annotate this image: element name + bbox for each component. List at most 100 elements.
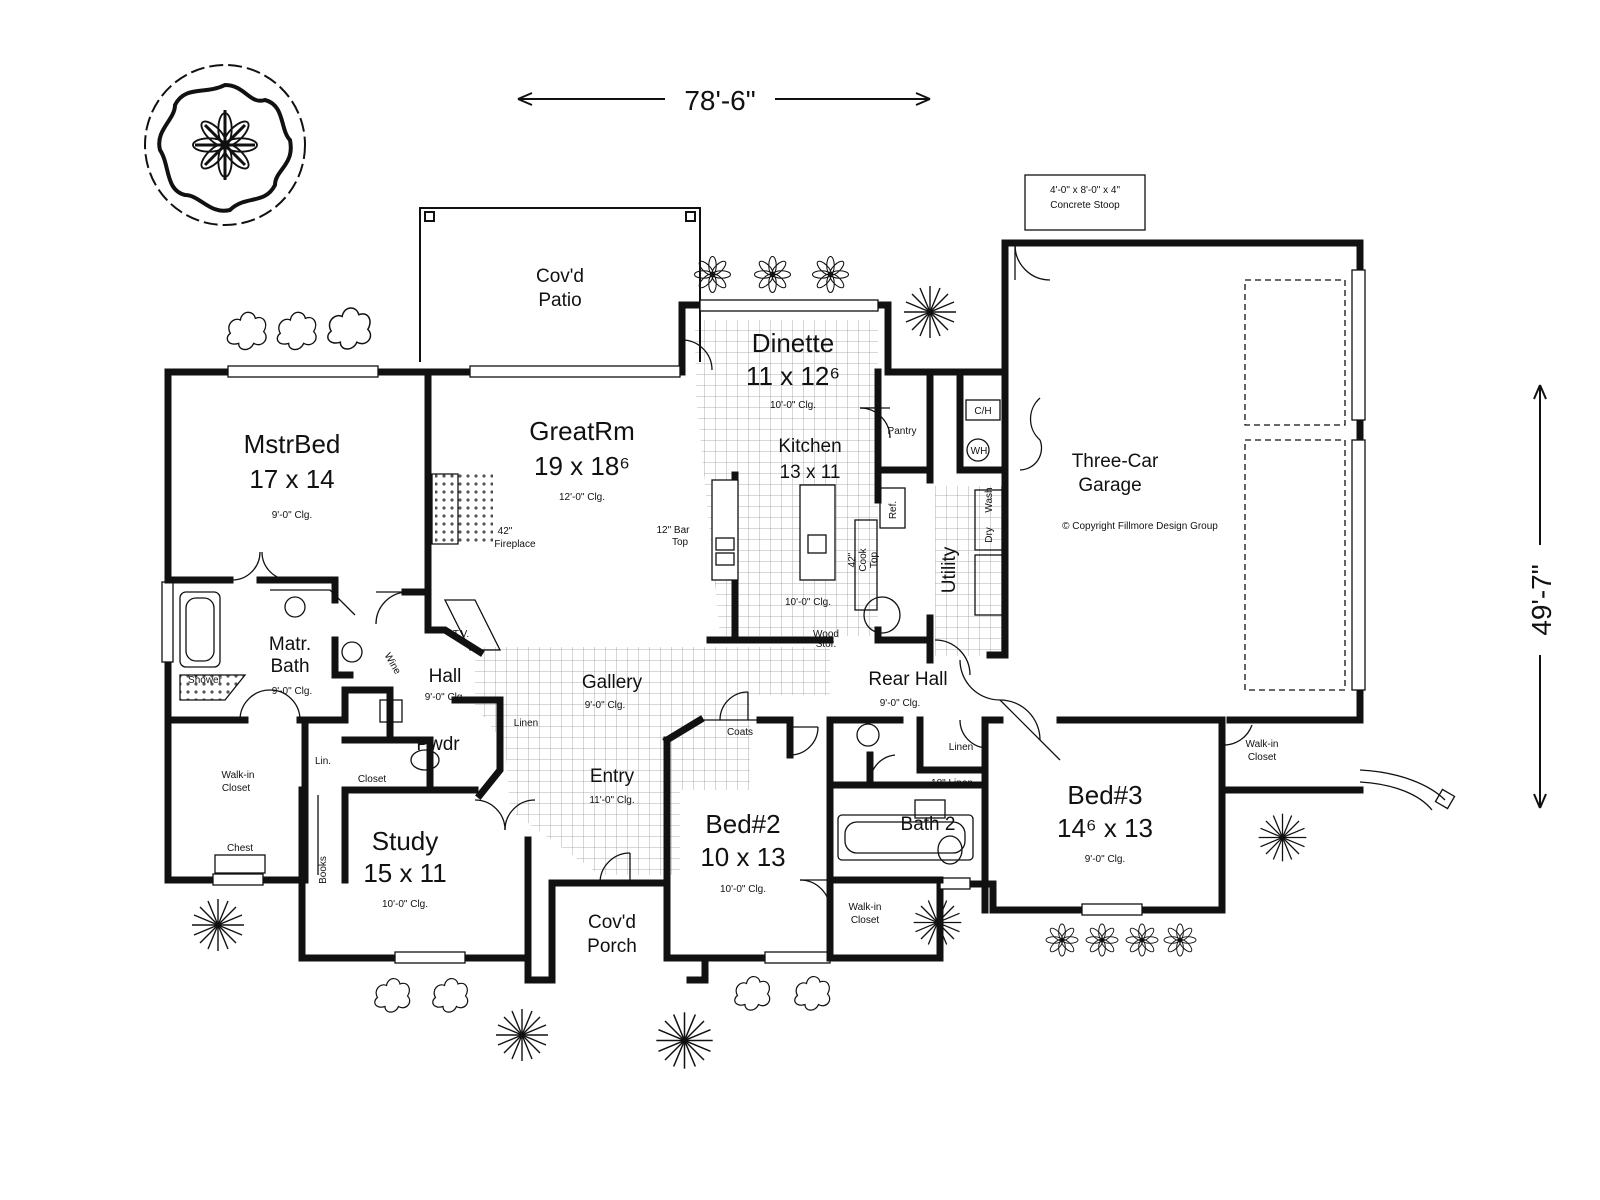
- entry-name: Entry: [590, 766, 635, 787]
- greatrm-name: GreatRm: [529, 416, 634, 446]
- covered-patio: [419, 207, 701, 362]
- flower-icon: [1125, 923, 1159, 957]
- gallery-name: Gallery: [582, 672, 643, 693]
- study-ceiling: 10'-0" Clg.: [382, 899, 428, 910]
- washer-label: Wash: [984, 487, 995, 512]
- bed2-size: 10 x 13: [700, 842, 785, 872]
- garage-line1: Three-Car: [1072, 451, 1159, 472]
- stoop-line1: 4'-0" x 8'-0" x 4": [1050, 185, 1120, 196]
- flower-icon: [1045, 923, 1079, 957]
- landscaping: [144, 64, 1307, 1070]
- mstrbath-ceiling: 9'-0" Clg.: [272, 686, 312, 697]
- bath2-name: Bath 2: [901, 814, 956, 835]
- room-bath2: Bath 2: [901, 814, 956, 835]
- room-mstrbed: MstrBed 17 x 14 9'-0" Clg.: [244, 429, 341, 521]
- room-mstrbath: Matr. Bath 9'-0" Clg.: [269, 634, 312, 697]
- wood-stor-label-2: Stor.: [816, 639, 837, 650]
- tree-icon: [144, 64, 306, 226]
- coats-label: Coats: [727, 727, 753, 738]
- room-entry: Entry 11'-0" Clg.: [589, 766, 634, 806]
- cooktop-label-3: Top: [869, 552, 880, 569]
- shrub-icon: [276, 311, 317, 351]
- spike-plant-icon: [1258, 813, 1307, 862]
- shrub-icon: [226, 311, 267, 351]
- wic-bed3-label-1: Walk-in: [1246, 739, 1279, 750]
- flower-icon: [1163, 923, 1197, 957]
- wic-bed3-label-2: Closet: [1248, 752, 1277, 763]
- books-label: Books: [318, 856, 329, 884]
- mstrbed-ceiling: 9'-0" Clg.: [272, 510, 312, 521]
- tiled-floors: [435, 320, 1005, 875]
- pantry-label: Pantry: [888, 426, 917, 437]
- room-porch: Cov'd Porch: [587, 912, 637, 957]
- porch-line2: Porch: [587, 936, 637, 957]
- ch-label: C/H: [974, 406, 991, 417]
- patio-line2: Patio: [538, 290, 581, 311]
- wine-label: Wine: [382, 651, 403, 677]
- dinette-name: Dinette: [752, 328, 834, 358]
- tv-label: T.V.: [453, 629, 469, 640]
- bartop-label-1: 12" Bar: [656, 525, 690, 536]
- room-pwdr: Pwdr: [416, 734, 460, 755]
- copyright-label: © Copyright Fillmore Design Group: [1062, 521, 1218, 532]
- kitchen-ceiling: 10'-0" Clg.: [785, 597, 831, 608]
- shrub-icon: [327, 307, 372, 350]
- shrub-icon: [432, 977, 469, 1013]
- dinette-size: 11 x 12⁶: [746, 361, 840, 391]
- wic-mstr-label-2: Closet: [222, 783, 251, 794]
- hall-ceiling: 9'-0" Clg.: [425, 692, 465, 703]
- hall-name: Hall: [429, 666, 462, 687]
- fireplace-label-1: 42": [498, 526, 513, 537]
- mstrbath-line1: Matr.: [269, 634, 311, 655]
- wic-bed2-label-1: Walk-in: [849, 902, 882, 913]
- mstrbath-line2: Bath: [270, 656, 309, 677]
- room-rearhall: Rear Hall 9'-0" Clg.: [868, 669, 947, 709]
- study-size: 15 x 11: [363, 858, 446, 888]
- flower-icon: [811, 255, 850, 294]
- depth-dimension: 49'-7": [1526, 384, 1557, 809]
- room-hall: Hall 9'-0" Clg.: [425, 666, 465, 703]
- interior-walls: [164, 368, 1226, 962]
- bed3-size: 14⁶ x 13: [1057, 813, 1153, 843]
- width-dimension: 78'-6": [517, 85, 931, 116]
- mstrbed-name: MstrBed: [244, 429, 341, 459]
- greatrm-ceiling: 12'-0" Clg.: [559, 492, 605, 503]
- porch-line1: Cov'd: [588, 912, 636, 933]
- room-kitchen: Kitchen 13 x 11 10'-0" Clg.: [778, 436, 841, 608]
- rearhall-ceiling: 9'-0" Clg.: [880, 698, 920, 709]
- greatrm-size: 19 x 18⁶: [534, 451, 630, 481]
- stoop-line2: Concrete Stoop: [1050, 200, 1120, 211]
- bed2-name: Bed#2: [705, 809, 780, 839]
- cooktop-label-1: 42": [847, 552, 858, 567]
- room-utility: Utility: [939, 546, 960, 593]
- room-bed2: Bed#2 10 x 13 10'-0" Clg.: [700, 809, 785, 895]
- room-dinette: Dinette 11 x 12⁶ 10'-0" Clg.: [746, 328, 840, 411]
- utility-name: Utility: [939, 546, 960, 593]
- room-garage: Three-Car Garage © Copyright Fillmore De…: [1062, 451, 1218, 532]
- fireplace-label-2: Fireplace: [494, 539, 536, 550]
- dryer-label: Dry: [984, 527, 995, 543]
- chest-label: Chest: [227, 843, 253, 854]
- width-label: 78'-6": [684, 85, 755, 116]
- dinette-ceiling: 10'-0" Clg.: [770, 400, 816, 411]
- shrub-icon: [374, 977, 411, 1013]
- entry-ceiling: 11'-0" Clg.: [589, 795, 634, 806]
- doors: [231, 244, 1253, 911]
- room-greatrm: GreatRm 19 x 18⁶ 12'-0" Clg.: [529, 416, 634, 503]
- room-gallery: Gallery 9'-0" Clg.: [582, 672, 643, 711]
- wic-bed2-label-2: Closet: [851, 915, 880, 926]
- spike-plant-icon: [655, 1011, 714, 1070]
- bed2-ceiling: 10'-0" Clg.: [720, 884, 766, 895]
- bartop-label-2: Top: [672, 537, 689, 548]
- shower-label: Shower: [188, 675, 223, 686]
- ref-label: Ref.: [888, 501, 899, 519]
- cooktop-label-2: Cook: [858, 547, 869, 571]
- depth-label: 49'-7": [1526, 564, 1557, 635]
- bed3-name: Bed#3: [1067, 780, 1142, 810]
- wh-label: WH: [971, 446, 988, 457]
- lin-label: Lin.: [315, 756, 331, 767]
- room-study: Study 15 x 11 10'-0" Clg.: [363, 826, 446, 910]
- room-patio: Cov'd Patio: [536, 266, 584, 311]
- garage-line2: Garage: [1078, 475, 1141, 496]
- room-bed3: Bed#3 14⁶ x 13 9'-0" Clg.: [1057, 780, 1153, 865]
